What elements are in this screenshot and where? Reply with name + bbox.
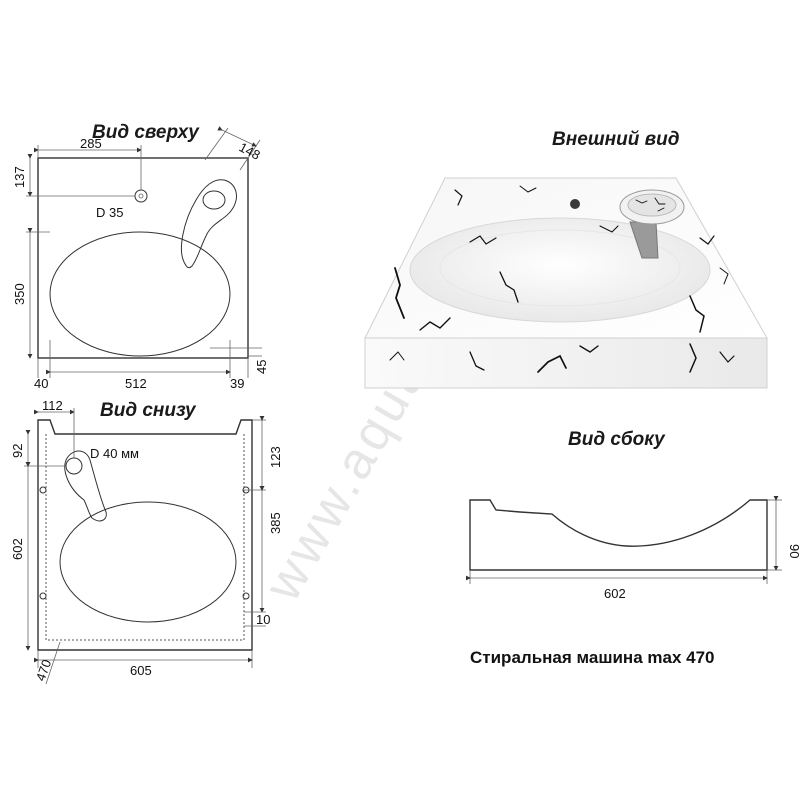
dim-123: 123 — [268, 446, 283, 468]
dim-40: 40 — [34, 376, 48, 391]
dim-39: 39 — [230, 376, 244, 391]
bottom-view-inner-frame — [45, 434, 245, 641]
dim-385: 385 — [268, 512, 283, 534]
dim-602-side: 602 — [604, 586, 626, 601]
dim-605: 605 — [130, 663, 152, 678]
dim-470: 470 — [33, 658, 55, 684]
dim-92: 92 — [10, 444, 25, 458]
top-view-faucet — [181, 179, 237, 269]
marble-veins — [389, 185, 735, 373]
top-view-faucet-head — [202, 190, 226, 210]
sink-faucet — [619, 189, 685, 259]
side-view-profile — [469, 499, 768, 571]
dim-148: 148 — [237, 139, 263, 162]
sink-front-face — [364, 337, 768, 389]
top-view-title: Вид сверху — [92, 122, 200, 143]
dim-602-left: 602 — [10, 538, 25, 560]
dim-90: 90 — [787, 544, 800, 558]
side-view: Вид сбоку 90 602 — [466, 429, 800, 601]
bottom-view-faucet — [64, 450, 107, 522]
dim-350: 350 — [12, 283, 27, 305]
bottom-view-title: Вид снизу — [100, 400, 197, 421]
dim-45: 45 — [254, 360, 269, 374]
dim-512: 512 — [125, 376, 147, 391]
exterior-view: Внешний вид — [364, 129, 768, 389]
washing-machine-note: Стиральная машина max 470 — [470, 648, 715, 667]
dim-112: 112 — [42, 398, 63, 413]
sink-basin — [409, 217, 711, 323]
mount-point — [39, 486, 47, 494]
mounting-points — [39, 486, 250, 600]
top-view-hole — [134, 189, 148, 203]
top-view: Вид сверху D 35 285 148 137 350 — [12, 122, 269, 391]
dim-137: 137 — [12, 166, 27, 188]
top-view-basin — [49, 231, 231, 357]
mount-point — [242, 592, 250, 600]
sink-drain-hole — [570, 199, 580, 209]
bottom-view-hole-label: D 40 мм — [90, 446, 139, 461]
dim-285: 285 — [80, 136, 102, 151]
dim-10: 10 — [256, 612, 270, 627]
mount-point — [39, 592, 47, 600]
top-view-hole-center — [138, 193, 144, 199]
bottom-view-hole — [65, 457, 83, 475]
sink-basin-inner — [439, 229, 681, 307]
exterior-view-title: Внешний вид — [552, 129, 680, 150]
bottom-view: Вид снизу D 40 мм 112 92 602 — [10, 398, 283, 685]
top-view-outline — [37, 157, 249, 359]
bottom-view-outline — [37, 419, 253, 651]
top-view-hole-label: D 35 — [96, 205, 123, 220]
bottom-view-basin — [59, 501, 237, 623]
side-view-title: Вид сбоку — [568, 429, 666, 450]
